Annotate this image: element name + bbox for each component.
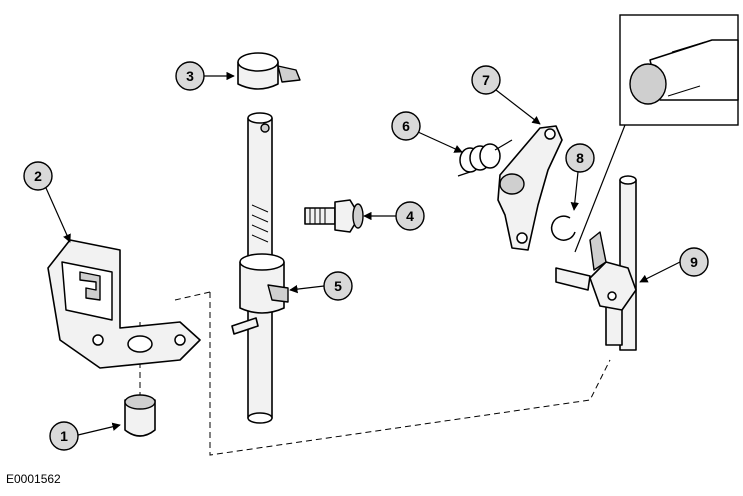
spring-part [457,139,513,177]
callout-2-label: 2 [34,168,42,184]
callout-3-label: 3 [186,68,194,84]
callout-1-label: 1 [60,428,68,444]
selector-rod-part [555,175,637,351]
dashed-alignment-lines [139,291,611,456]
callout-2: 2 [23,161,71,243]
callout-4-label: 4 [406,208,414,224]
callout-8: 8 [565,143,595,211]
callout-8-label: 8 [576,150,584,166]
callout-6: 6 [391,111,463,153]
callout-5-label: 5 [334,278,342,294]
callout-7-label: 7 [482,72,490,88]
callout-9: 9 [639,247,709,283]
callout-5: 5 [289,271,353,301]
callout-9-label: 9 [690,254,698,270]
selector-collar-part [231,253,289,335]
figure-id: E0001562 [6,472,61,486]
circlip-part [550,215,576,241]
gate-plate-part [47,239,201,369]
callout-3: 3 [175,61,235,91]
callout-6-label: 6 [402,118,410,134]
collar-clip-part [237,52,301,90]
callout-1: 1 [49,421,121,451]
bushing-part [124,394,156,437]
detail-inset [574,14,739,253]
selector-lever-part [497,125,563,251]
callout-4: 4 [363,201,425,231]
callout-7: 7 [471,65,541,125]
detent-plunger-part [304,199,364,233]
